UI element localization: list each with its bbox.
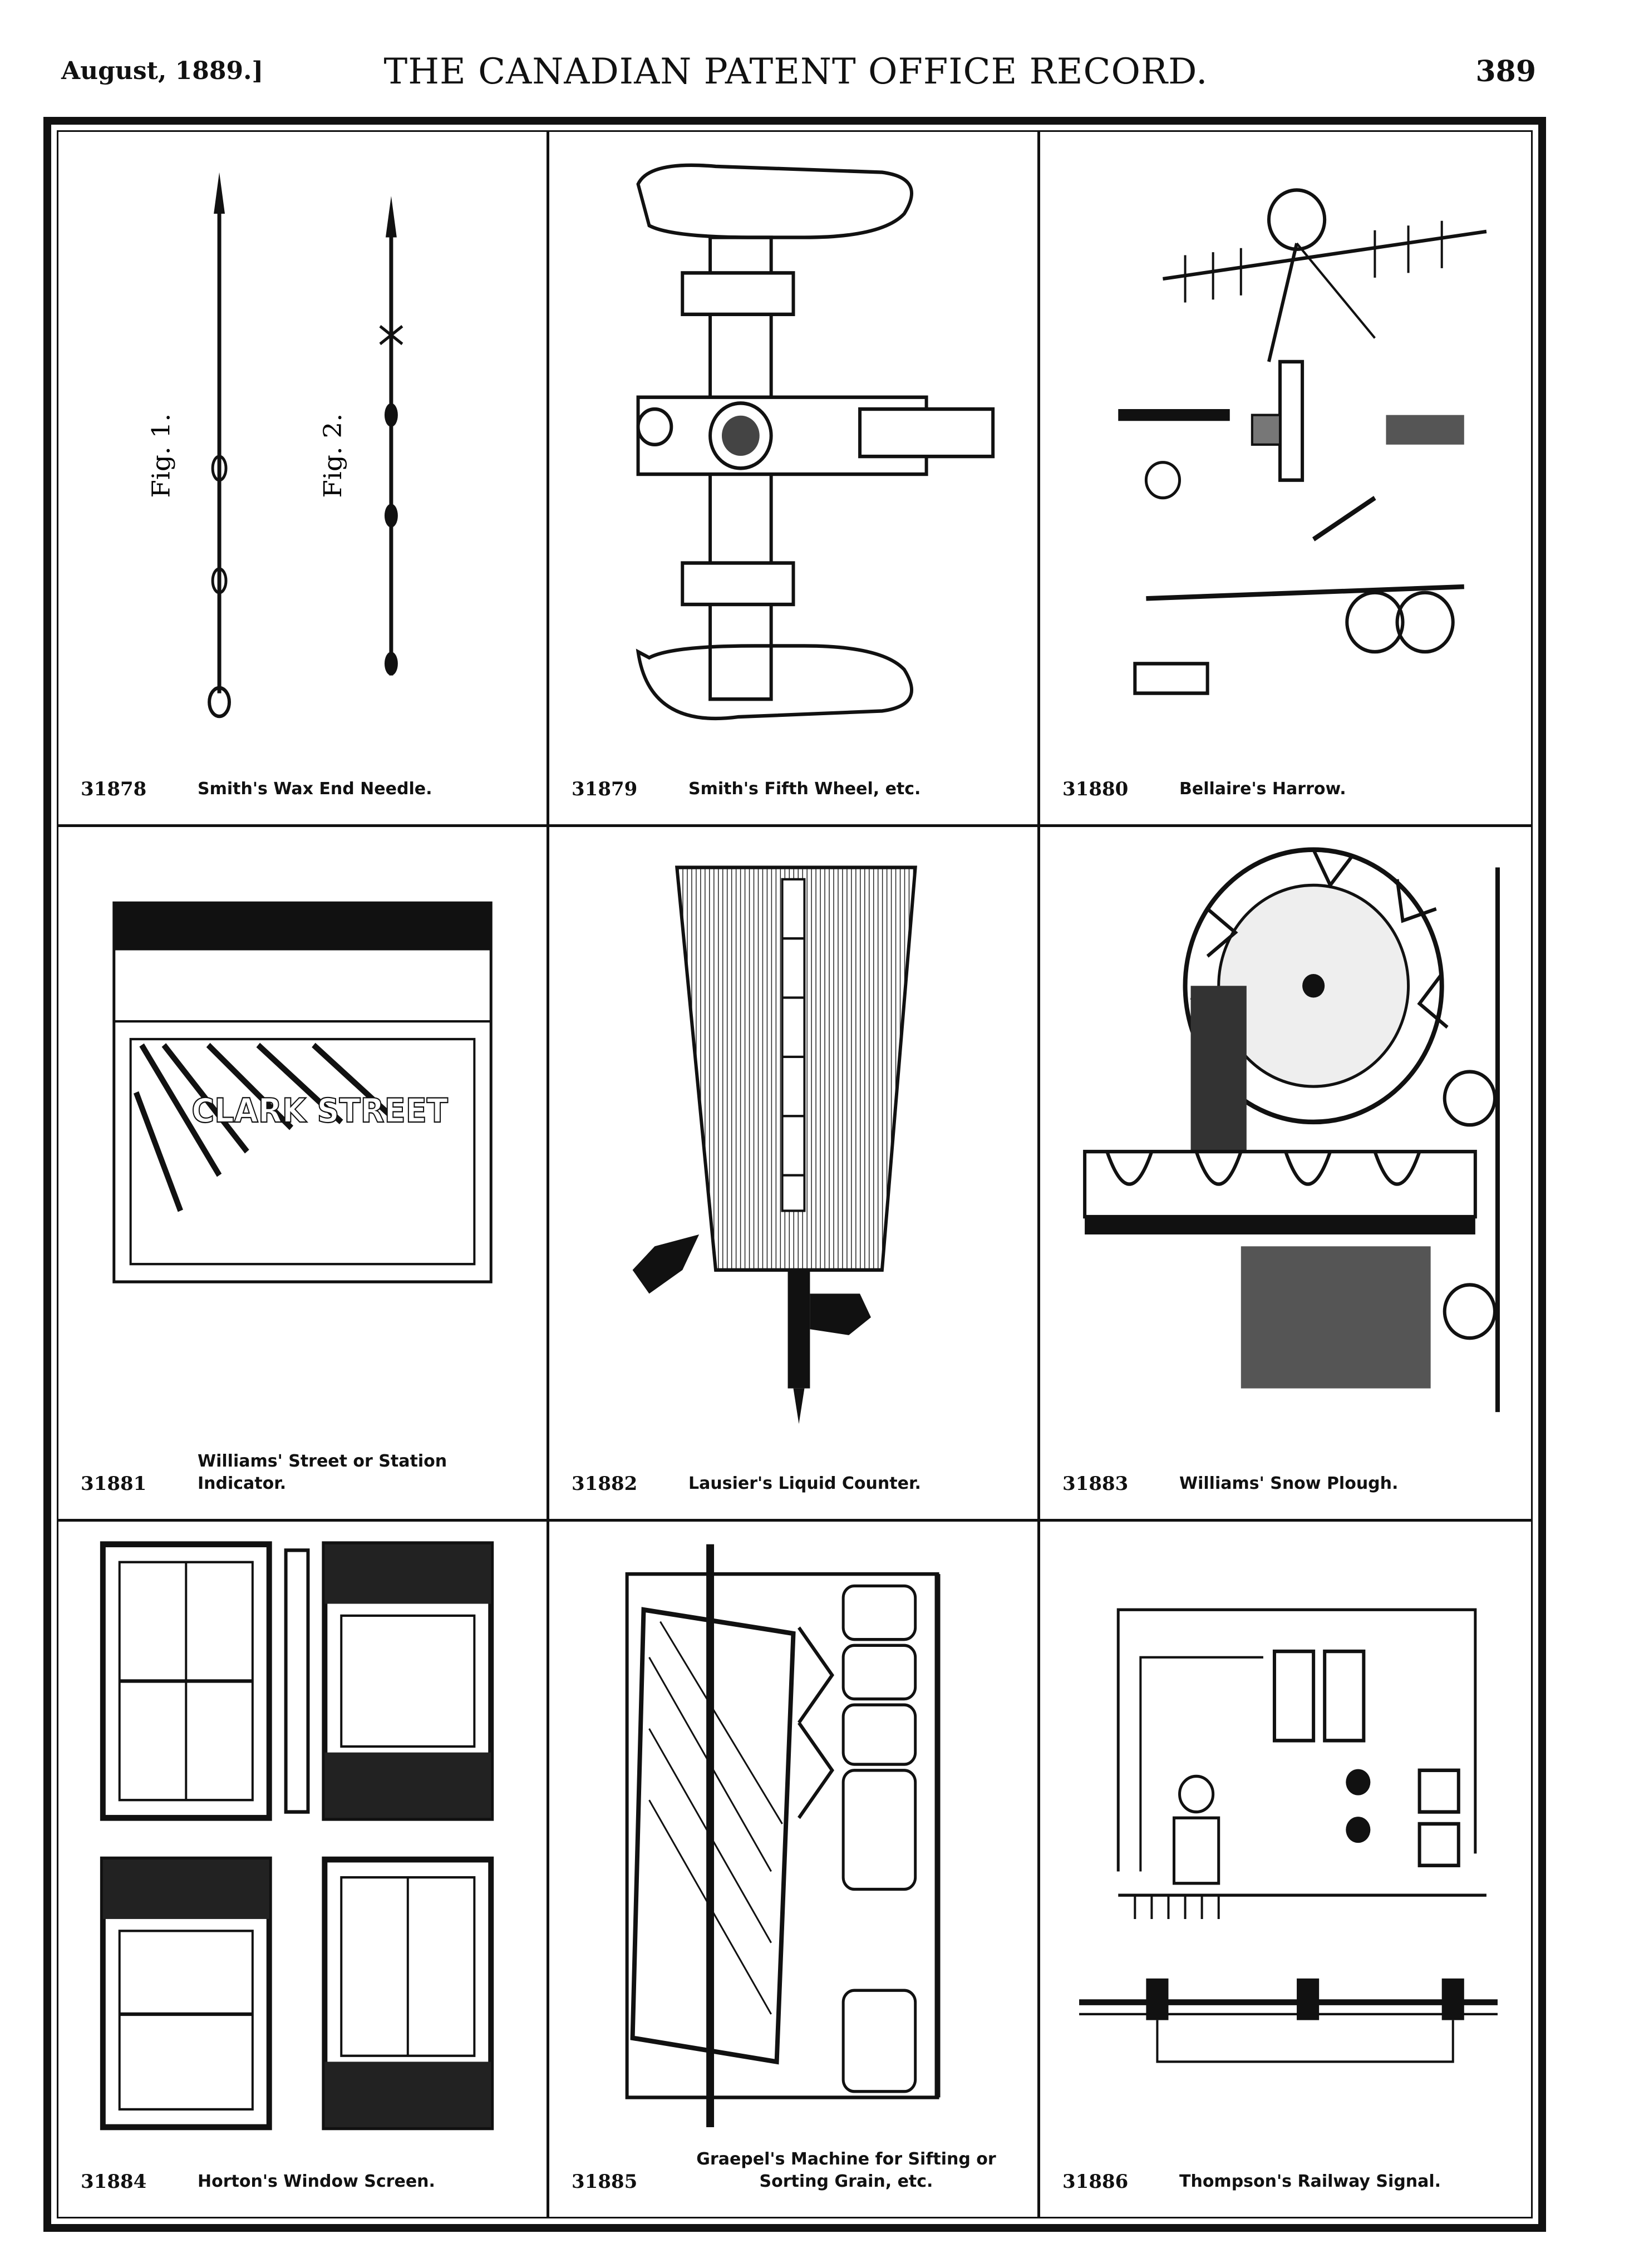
patent-plate-31885: 31885 Graepel's Machine for Sifting or S… — [549, 1522, 1040, 2217]
street-indicator-illustration: CLARK STREET — [81, 844, 524, 1436]
plates-frame-inner: Fig. 1. Fig. 2. 31878 Smith's Wax End Ne… — [57, 130, 1533, 2218]
patent-number: 31881 — [81, 1473, 147, 1495]
liquid-counter-illustration — [572, 844, 1015, 1436]
needle-illustration: Fig. 1. Fig. 2. — [81, 149, 524, 741]
fifth-wheel-illustration — [572, 149, 1015, 741]
harrow-illustration — [1062, 149, 1509, 741]
window-screen-illustration — [81, 1538, 524, 2133]
patent-title: Smith's Wax End Needle. — [198, 779, 432, 799]
patent-title: Lausier's Liquid Counter. — [688, 1474, 921, 1494]
plate-caption: 31878 Smith's Wax End Needle. — [81, 755, 530, 805]
patent-plate-31884: 31884 Horton's Window Screen. — [58, 1522, 549, 2217]
snow-plough-illustration — [1062, 844, 1509, 1436]
plates-grid: Fig. 1. Fig. 2. 31878 Smith's Wax End Ne… — [58, 132, 1531, 2217]
plate-caption: 31879 Smith's Fifth Wheel, etc. — [572, 755, 1021, 805]
patent-number: 31879 — [572, 778, 638, 800]
patent-plate-31879: 31879 Smith's Fifth Wheel, etc. — [549, 132, 1040, 827]
plate-caption: 31883 Williams' Snow Plough. — [1062, 1449, 1514, 1499]
grain-sifter-illustration — [572, 1538, 1015, 2133]
plate-caption: 31884 Horton's Window Screen. — [81, 2147, 530, 2197]
patent-number: 31884 — [81, 2170, 147, 2193]
patent-plate-31886: 31886 Thompson's Railway Signal. — [1040, 1522, 1531, 2217]
patent-title: Bellaire's Harrow. — [1179, 779, 1346, 799]
patent-title: Horton's Window Screen. — [198, 2171, 435, 2191]
publication-title: THE CANADIAN PATENT OFFICE RECORD. — [383, 51, 1208, 92]
patent-number: 31885 — [572, 2170, 638, 2193]
patent-title: Williams' Snow Plough. — [1179, 1474, 1399, 1494]
fig1-label: Fig. 1. — [147, 414, 175, 498]
patent-plate-31880: 31880 Bellaire's Harrow. — [1040, 132, 1531, 827]
page-header: August, 1889.] THE CANADIAN PATENT OFFIC… — [61, 51, 1536, 96]
page-number: 389 — [1475, 55, 1536, 88]
plates-frame: Fig. 1. Fig. 2. 31878 Smith's Wax End Ne… — [43, 117, 1546, 2232]
fig2-label: Fig. 2. — [319, 414, 347, 498]
patent-plate-31883: 31883 Williams' Snow Plough. — [1040, 827, 1531, 1522]
patent-number: 31882 — [572, 1473, 638, 1495]
patent-title: Graepel's Machine for Sifting or Sorting… — [696, 2149, 996, 2191]
sign-text: CLARK STREET — [191, 1091, 448, 1130]
plate-caption: 31882 Lausier's Liquid Counter. — [572, 1449, 1021, 1499]
plate-caption: 31885 Graepel's Machine for Sifting or S… — [572, 2147, 1021, 2197]
patent-number: 31886 — [1062, 2170, 1129, 2193]
issue-date: August, 1889.] — [61, 57, 264, 85]
patent-title: Smith's Fifth Wheel, etc. — [688, 779, 921, 799]
patent-plate-31882: 31882 Lausier's Liquid Counter. — [549, 826, 1040, 1522]
railway-signal-illustration — [1062, 1538, 1509, 2133]
patent-title: Thompson's Railway Signal. — [1179, 2171, 1441, 2191]
plate-caption: 31881 Williams' Street or Station Indica… — [81, 1449, 530, 1499]
patent-plate-31878: Fig. 1. Fig. 2. 31878 Smith's Wax End Ne… — [58, 132, 549, 827]
plate-caption: 31880 Bellaire's Harrow. — [1062, 755, 1514, 805]
patent-title: Williams' Street or Station Indicator. — [198, 1452, 447, 1494]
patent-number: 31878 — [81, 778, 147, 800]
patent-number: 31880 — [1062, 778, 1129, 800]
plate-caption: 31886 Thompson's Railway Signal. — [1062, 2147, 1514, 2197]
patent-plate-31881: CLARK STREET 31881 Williams' Street or S… — [58, 826, 549, 1522]
patent-number: 31883 — [1062, 1473, 1129, 1495]
